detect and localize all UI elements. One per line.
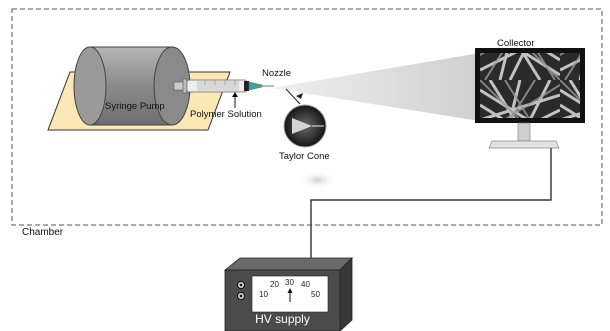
ground-wire bbox=[310, 148, 552, 258]
shadow-blob bbox=[299, 171, 337, 189]
syringe bbox=[173, 78, 274, 94]
hv-supply bbox=[223, 257, 353, 331]
taylor-cone-label: Taylor Cone bbox=[279, 151, 330, 162]
collector-label: Collector bbox=[497, 38, 535, 49]
dial-tick: 10 bbox=[259, 290, 268, 299]
polymer-solution-label: Polymer Solution bbox=[190, 109, 262, 120]
polymer-solution-arrow bbox=[232, 92, 238, 108]
spray-cone bbox=[272, 52, 486, 122]
syringe-pump bbox=[73, 46, 191, 126]
syringe-pump-label: Syringe Pump bbox=[105, 101, 165, 112]
dial-tick: 30 bbox=[285, 278, 294, 287]
hv-knobs bbox=[237, 281, 245, 300]
taylor-cone-inset bbox=[283, 88, 327, 148]
chamber-border bbox=[11, 8, 603, 226]
dial-tick: 50 bbox=[311, 290, 320, 299]
hv-supply-label: HV supply bbox=[255, 312, 310, 326]
nozzle-label: Nozzle bbox=[262, 68, 292, 79]
dial-tick: 40 bbox=[301, 280, 310, 289]
chamber-label: Chamber bbox=[22, 227, 64, 238]
collector bbox=[475, 48, 585, 149]
dial-tick: 20 bbox=[270, 280, 279, 289]
